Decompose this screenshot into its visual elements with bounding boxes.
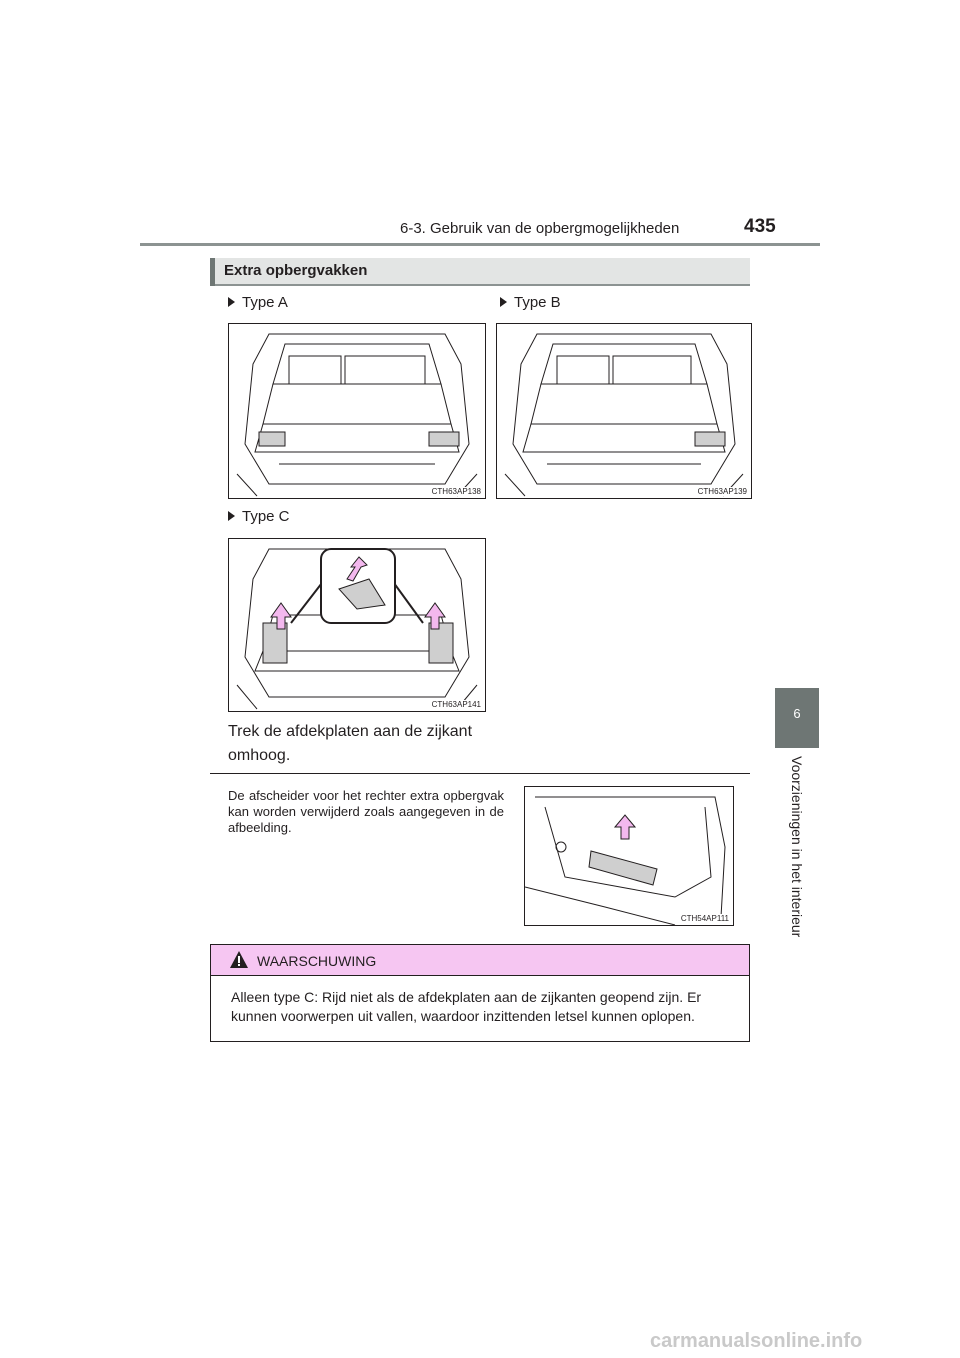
page-number: 435 [744,216,776,237]
chapter-tab-title-text: Voorzieningen in het interieur [789,756,805,938]
figure-separator: CTH54AP111 [524,786,734,926]
warning-text: Alleen type C: Rijd niet als de afdekpla… [231,989,702,1024]
warning-header: WAARSCHUWING [211,945,749,976]
bullet-triangle-icon [500,297,507,307]
warning-triangle-icon [230,951,248,968]
type-c-label: Type C [228,508,290,525]
separator-removal-illustration [525,796,726,925]
cargo-area-illustration-b [504,333,744,497]
bullet-triangle-icon [228,511,235,521]
body-paragraph: De afscheider voor het rechter extra opb… [228,788,504,835]
figure-type-b: CTH63AP139 [496,323,752,499]
cargo-area-illustration-c [236,548,478,710]
cargo-area-illustration-a [236,333,478,497]
figure-caption: Trek de afdekplaten aan de zijkant omhoo… [228,723,473,764]
section-heading-title: Extra opbergvakken [224,262,368,279]
figure-code-b: CTH63AP139 [697,487,747,496]
warning-box: WAARSCHUWING Alleen type C: Rijd niet al… [210,944,750,1042]
header-rule [140,243,820,246]
figure-type-a: CTH63AP138 [228,323,486,499]
warning-label: WAARSCHUWING [257,953,377,969]
bullet-triangle-icon [228,297,235,307]
section-heading-bar: Extra opbergvakken [210,258,750,286]
figure-type-c: CTH63AP141 [228,538,486,712]
section-divider [210,773,750,774]
type-a-label: Type A [228,294,288,311]
figure-code-a: CTH63AP138 [431,487,481,496]
chapter-tab-number: 6 [775,688,819,748]
header-section-title: 6-3. Gebruik van de opbergmogelijkheden [400,220,680,237]
chapter-tab-title: Voorzieningen in het interieur [775,756,819,956]
type-b-label: Type B [500,294,561,311]
figure-code-c: CTH63AP141 [431,700,481,709]
site-watermark: carmanualsonline.info [650,1330,863,1352]
figure-code-separator: CTH54AP111 [680,914,729,923]
section-heading-edge [210,258,215,286]
